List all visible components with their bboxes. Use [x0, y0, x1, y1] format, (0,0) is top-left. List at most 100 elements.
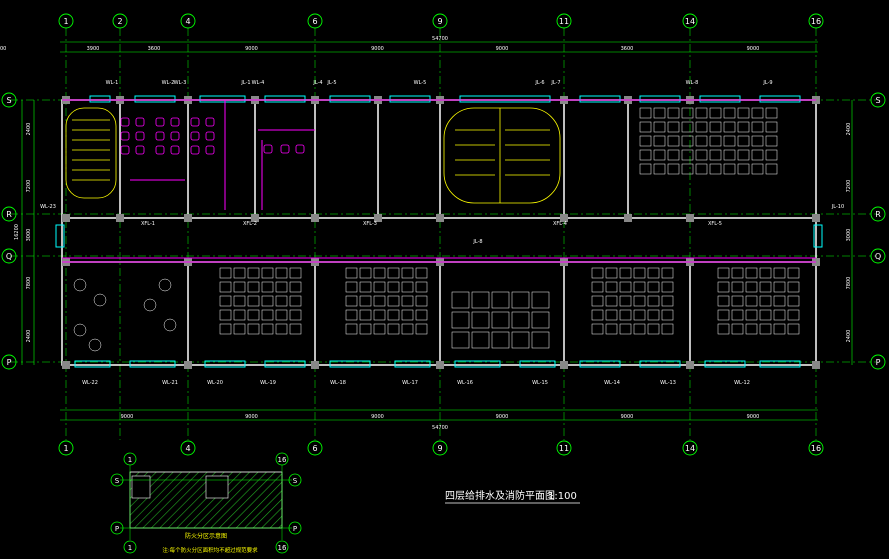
dimension-left-segment: 2400 [26, 330, 32, 343]
riser-label-bottom: WL-16 [457, 380, 473, 386]
riser-label-mid: WL-23 [40, 204, 56, 210]
column-bubble-bottom-circle [307, 440, 323, 456]
dimension-right-segment: 2400 [846, 330, 852, 343]
riser-label-bottom: WL-20 [207, 380, 223, 386]
column-bubble-top: 11 [559, 17, 569, 26]
plumbing-pipes [62, 99, 816, 263]
dimension-bottom-segment: 9000 [496, 414, 509, 420]
riser-label-mid: JL-8 [472, 239, 482, 245]
row-bubble-left-circle [1, 206, 17, 222]
dimension-bottom-segment: 9000 [747, 414, 760, 420]
riser-label-mid: XFL-2 [243, 221, 257, 227]
riser-label-mid: XFL-3 [363, 221, 377, 227]
riser-label-top: JL-5 [326, 80, 336, 86]
column-bubble-bottom-circle [808, 440, 824, 456]
column-bubble-bottom-circle [682, 440, 698, 456]
row-bubble-left: S [6, 96, 11, 105]
overall-dimension-bottom: 54700 [432, 425, 448, 431]
structural-columns [62, 96, 820, 369]
dimension-bottom-segment: 9000 [371, 414, 384, 420]
dimension-top-segment: 9000 [0, 46, 6, 52]
dimension-bottom-segment: 9000 [121, 414, 134, 420]
column-bubble-bottom-circle [556, 440, 572, 456]
riser-label-mid: JL-10 [831, 204, 844, 210]
key-column-bubble-first-bottom: 1 [128, 544, 132, 552]
riser-label-top: WL-5 [414, 80, 427, 86]
riser-label-bottom: WL-19 [260, 380, 276, 386]
dimension-top-segment: 9000 [496, 46, 509, 52]
riser-label-bottom: WL-18 [330, 380, 346, 386]
row-bubble-left-circle [1, 248, 17, 264]
column-bubble-bottom-circle [58, 440, 74, 456]
dimension-top-segment: 3600 [148, 46, 161, 52]
riser-label-mid: XFL-4 [553, 221, 567, 227]
dimension-left-segment: 7800 [26, 277, 32, 290]
column-bubble-top-circle [307, 13, 323, 29]
column-bubble-top-circle [808, 13, 824, 29]
riser-label-bottom: WL-12 [734, 380, 750, 386]
column-bubble-bottom: 14 [685, 444, 695, 453]
column-bubble-top: 9 [437, 17, 442, 26]
riser-label-top: WL-4 [252, 80, 265, 86]
column-bubble-top-circle [180, 13, 196, 29]
staircases [65, 107, 561, 204]
dimension-left-total: 16200 [14, 224, 20, 240]
row-bubble-right-circle [870, 248, 886, 264]
column-bubble-top: 1 [63, 17, 68, 26]
column-bubble-top-circle [432, 13, 448, 29]
row-bubble-right-circle [870, 92, 886, 108]
dimension-right-segment: 7800 [846, 277, 852, 290]
riser-label-top: WL-1 [106, 80, 119, 86]
column-bubble-top-circle [58, 13, 74, 29]
classroom-desks [73, 107, 800, 352]
riser-label-top: JL-9 [762, 80, 772, 86]
dimension-bottom-segment: 9000 [621, 414, 634, 420]
fire-zone-key-plan: 防火分区示意图 注:每个防火分区面积均不超过规范要求 1 16 1 16 S P… [110, 452, 302, 554]
riser-label-top: JL-4 [312, 80, 322, 86]
dimension-left-segment: 7200 [26, 180, 32, 193]
row-bubble-left: P [7, 358, 12, 367]
column-bubble-bottom: 1 [63, 444, 68, 453]
riser-label-bottom: WL-22 [82, 380, 98, 386]
key-row-bubble-s-right: S [293, 477, 298, 485]
dimension-top-segment: 9000 [245, 46, 258, 52]
riser-label-bottom: WL-17 [402, 380, 418, 386]
riser-label-mid: XFL-1 [141, 221, 155, 227]
riser-label-bottom: WL-13 [660, 380, 676, 386]
dimension-left-segment: 3000 [26, 229, 32, 242]
riser-label-mid: XFL-5 [708, 221, 722, 227]
key-row-bubble-s-left: S [115, 477, 120, 485]
key-plan-note: 注:每个防火分区面积均不超过规范要求 [162, 546, 258, 554]
drawing-scale: 1:100 [548, 491, 577, 502]
dimension-right-segment: 3000 [846, 229, 852, 242]
column-bubble-top: 2 [117, 17, 122, 26]
key-column-bubble-last: 16 [278, 456, 287, 464]
column-bubble-top: 6 [312, 17, 317, 26]
row-bubble-right: R [875, 210, 881, 219]
key-column-bubble-last-bottom: 16 [278, 544, 287, 552]
overall-dimension-top: 54700 [432, 36, 448, 42]
row-bubble-right: S [875, 96, 880, 105]
row-bubble-right: P [876, 358, 881, 367]
column-bubble-bottom: 11 [559, 444, 569, 453]
row-bubble-left: Q [6, 252, 12, 261]
column-bubble-top-circle [112, 13, 128, 29]
dimension-top-segment: 3900 [87, 46, 100, 52]
column-bubble-bottom: 9 [437, 444, 442, 453]
row-bubble-left-circle [1, 354, 17, 370]
dimension-top-segment: 9000 [747, 46, 760, 52]
riser-label-bottom: WL-21 [162, 380, 178, 386]
column-bubble-top-circle [556, 13, 572, 29]
column-bubble-bottom: 4 [185, 444, 190, 453]
toilet-fixtures [120, 117, 305, 155]
riser-label-bottom: WL-14 [604, 380, 620, 386]
dimension-lines [21, 41, 853, 421]
dimension-left-segment: 2400 [26, 123, 32, 136]
key-row-bubble-p-left: P [115, 525, 119, 533]
column-bubble-bottom-circle [180, 440, 196, 456]
row-bubble-right: Q [875, 252, 881, 261]
riser-label-top: WL-2 [162, 80, 175, 86]
